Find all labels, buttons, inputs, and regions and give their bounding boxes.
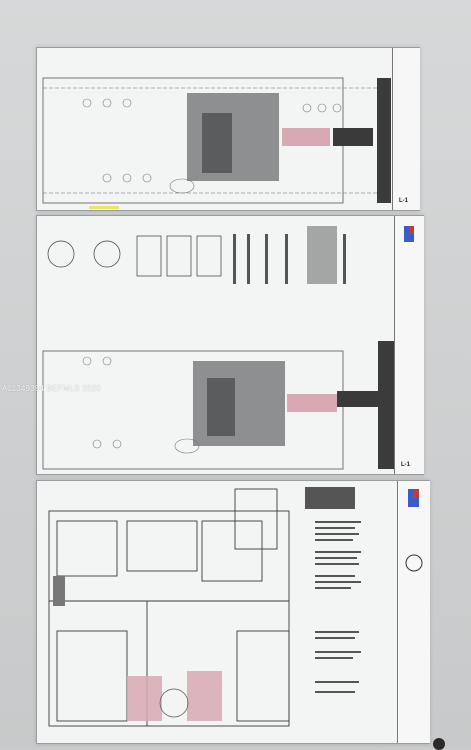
sheet-number: L-1 [401, 462, 410, 468]
sheet-number: L-1 [399, 198, 408, 204]
drawing-sheet-1: L-1 [36, 47, 420, 211]
title-block [397, 481, 430, 743]
title-block [394, 216, 424, 474]
site-plan-drawing [42, 77, 391, 209]
circle-icon [433, 738, 445, 750]
drawing-sheet-3 [36, 480, 430, 744]
drawing-sheet-2: L-1 [36, 215, 424, 475]
mls-watermark: A11349394 BEFMLS 2020 [2, 384, 101, 393]
title-block [392, 48, 420, 210]
firm-logo [405, 489, 423, 572]
firm-logo [404, 226, 414, 242]
floor-plan-drawing [48, 487, 361, 727]
details-and-plan-drawing [42, 226, 394, 470]
